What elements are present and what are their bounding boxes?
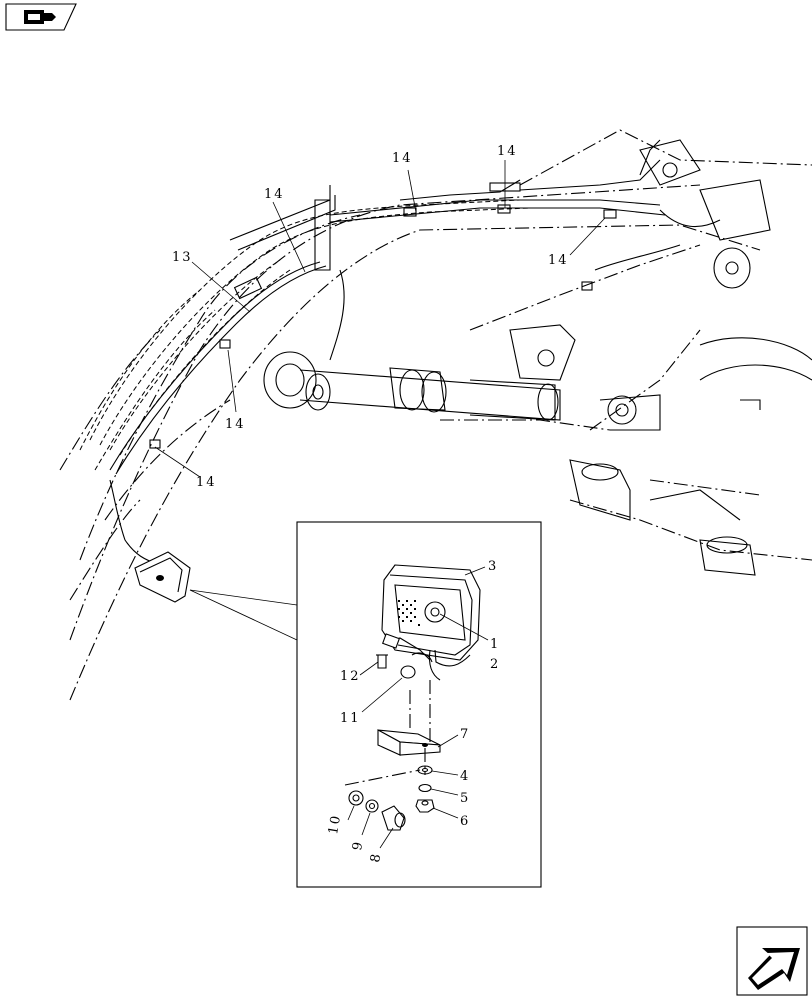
callout-labels: 14 14 14 14 14 14 13 3 1 2 12 11 7 4 5 6… bbox=[172, 144, 569, 864]
callout-14: 14 bbox=[497, 144, 518, 159]
callout-14: 14 bbox=[548, 253, 569, 268]
callout-14: 14 bbox=[225, 417, 246, 432]
callout-2: 2 bbox=[490, 657, 500, 672]
callout-14: 14 bbox=[264, 187, 285, 202]
turntable-frame bbox=[569, 139, 812, 576]
callout-14: 14 bbox=[392, 151, 413, 166]
callout-4: 4 bbox=[460, 769, 470, 784]
next-page-arrow-icon[interactable] bbox=[736, 926, 808, 996]
callout-12: 12 bbox=[340, 669, 361, 684]
callout-leaders bbox=[154, 160, 606, 849]
work-lamp-detail bbox=[381, 564, 481, 681]
callout-11: 11 bbox=[340, 711, 361, 726]
wiring-harness bbox=[109, 139, 681, 566]
callout-13: 13 bbox=[172, 250, 193, 265]
mounting-bracket bbox=[377, 680, 441, 775]
callout-1: 1 bbox=[490, 637, 500, 652]
boom-cylinder bbox=[263, 324, 661, 431]
callout-3: 3 bbox=[488, 559, 498, 574]
callout-5: 5 bbox=[460, 791, 470, 806]
callout-14: 14 bbox=[196, 475, 217, 490]
detail-view-box bbox=[296, 521, 542, 888]
hardware-stack bbox=[415, 765, 435, 813]
callout-6: 6 bbox=[460, 814, 470, 829]
bolt-washers bbox=[344, 769, 421, 831]
callout-8: 8 bbox=[368, 851, 385, 864]
book-navigation-icon[interactable] bbox=[5, 3, 77, 31]
callout-7: 7 bbox=[460, 727, 470, 742]
callout-9: 9 bbox=[350, 839, 367, 852]
callout-10: 10 bbox=[326, 813, 344, 836]
work-light-installed bbox=[134, 551, 191, 603]
connector-wiring-detail bbox=[376, 633, 433, 679]
